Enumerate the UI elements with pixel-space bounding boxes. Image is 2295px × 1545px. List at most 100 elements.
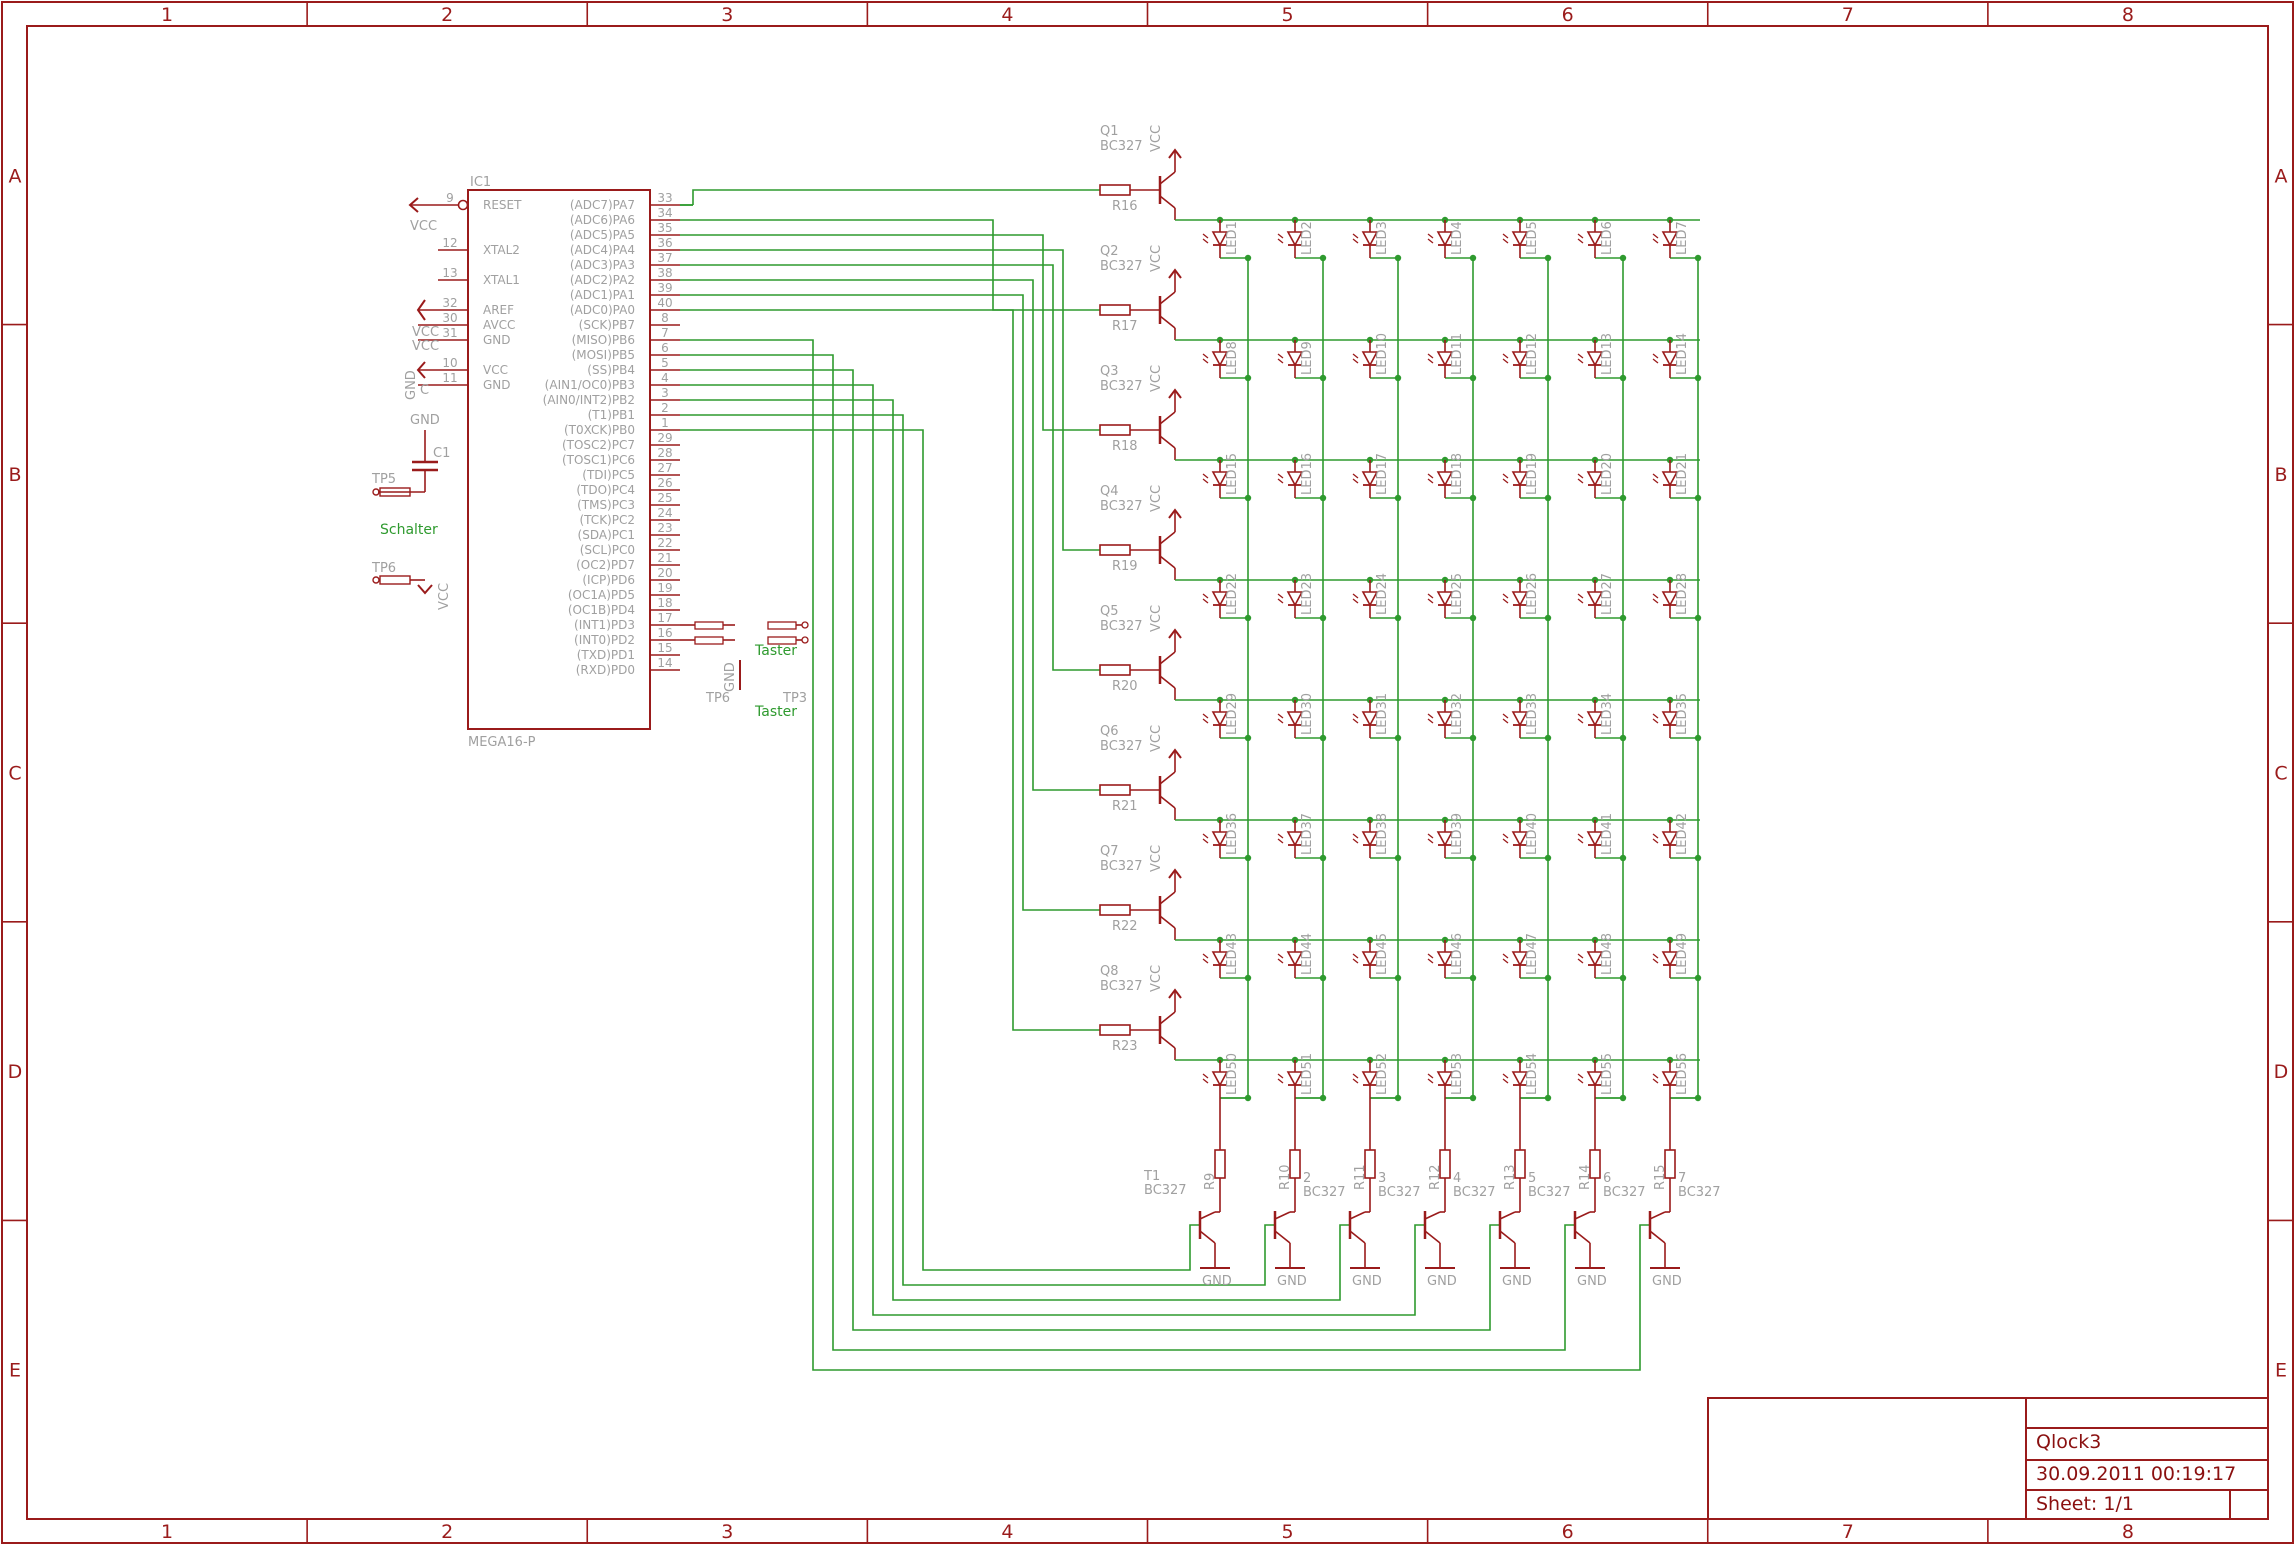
column-marker: 2: [441, 4, 453, 26]
led-light-arrow: [1427, 238, 1434, 244]
title-block: Qlock3 30.09.2011 00:19:17 Sheet: 1/1: [1707, 1397, 2269, 1520]
title-block-sheet: Sheet: 1/1: [2036, 1493, 2134, 1515]
title-block-outer: [1707, 1397, 2269, 1520]
led-light-arrow: [1577, 1078, 1584, 1084]
vcc-label: VCC: [412, 325, 439, 340]
led-anode: [1586, 231, 1604, 247]
led-label: LED1: [1225, 221, 1240, 255]
mcu-pin-name: (TCK)PC2: [580, 513, 636, 527]
transistor-emitter: [1424, 1211, 1441, 1220]
row-driver-value: BC327: [1100, 379, 1143, 394]
mcu-pin-name: (T1)PB1: [588, 408, 635, 422]
led-light-arrow: [1502, 833, 1509, 839]
led-label: LED25: [1450, 573, 1465, 615]
led-light-arrow: [1352, 1078, 1359, 1084]
led-light-arrow: [1277, 478, 1284, 484]
led-light-arrow: [1577, 353, 1584, 359]
led-light-arrow: [1502, 1078, 1509, 1084]
led-label: LED40: [1525, 813, 1540, 855]
gnd-label: GND: [1502, 1274, 1532, 1289]
led-label: LED37: [1300, 813, 1315, 855]
transistor-collector: [1159, 195, 1176, 209]
mcu-pin-number: 10: [442, 356, 457, 370]
led-light-arrow: [1427, 1078, 1434, 1084]
led-light-arrow: [1277, 713, 1284, 719]
column-marker: 6: [1562, 1521, 1574, 1543]
column-driver-number: 4: [1453, 1171, 1461, 1186]
led-anode: [1211, 591, 1229, 607]
led-light-arrow: [1277, 953, 1284, 959]
mcu-pin-number: 22: [657, 536, 672, 550]
led-light-arrow: [1352, 473, 1359, 479]
led-light-arrow: [1277, 358, 1284, 364]
column-driver-number: 7: [1678, 1171, 1686, 1186]
column-driver-value: BC327: [1603, 1185, 1646, 1200]
mcu-pin-number: 24: [657, 506, 672, 520]
led-anode: [1211, 1071, 1229, 1087]
mcu-pin-name: RESET: [483, 198, 522, 212]
led-light-arrow: [1277, 233, 1284, 239]
led-light-arrow: [1577, 473, 1584, 479]
led-light-arrow: [1502, 598, 1509, 604]
led-label: LED49: [1675, 933, 1690, 975]
led-anode: [1586, 711, 1604, 727]
mcu-pin-number: 14: [657, 656, 672, 670]
column-driver-number: 6: [1603, 1171, 1611, 1186]
led-label: LED15: [1225, 453, 1240, 495]
led-light-arrow: [1652, 718, 1659, 724]
mcu-pin-number: 39: [657, 281, 672, 295]
led-light-arrow: [1577, 238, 1584, 244]
mcu-pin-number: 25: [657, 491, 672, 505]
mcu-pin-name: (MISO)PB6: [572, 333, 635, 347]
led-label: LED34: [1600, 693, 1615, 735]
led-label: LED22: [1225, 573, 1240, 615]
transistor-emitter: [1159, 171, 1176, 185]
schalter-label: Schalter: [380, 522, 438, 538]
mcu-pin-name: (ADC7)PA7: [570, 198, 635, 212]
mcu-pin-name: AREF: [483, 303, 514, 317]
mcu-pin-name: GND: [483, 378, 511, 392]
column-resistor-label: R12: [1428, 1164, 1443, 1190]
led-label: LED47: [1525, 933, 1540, 975]
column-driver-number: 2: [1303, 1171, 1311, 1186]
vcc-label: VCC: [1149, 365, 1164, 392]
mcu-pin-name: XTAL2: [483, 243, 520, 257]
mcu-pin-number: 38: [657, 266, 672, 280]
mcu-pin-number: 13: [442, 266, 457, 280]
led-label: LED4: [1450, 221, 1465, 255]
mcu-pin-number: 16: [657, 626, 672, 640]
column-driver-value: BC327: [1378, 1185, 1421, 1200]
row-marker: A: [9, 165, 22, 187]
taster-pad: [801, 636, 809, 644]
transistor-collector: [1159, 675, 1176, 689]
row-resistor-label: R20: [1112, 679, 1138, 694]
led-label: LED28: [1675, 573, 1690, 615]
led-light-arrow: [1577, 598, 1584, 604]
reset-inversion-bubble: [457, 199, 469, 211]
led-label: LED55: [1600, 1053, 1615, 1095]
led-light-arrow: [1427, 598, 1434, 604]
led-light-arrow: [1652, 713, 1659, 719]
vcc-label: VCC: [1149, 125, 1164, 152]
transistor-collector: [1574, 1230, 1591, 1244]
row-resistor-label: R16: [1112, 199, 1138, 214]
led-anode: [1361, 471, 1379, 487]
led-anode: [1361, 951, 1379, 967]
pa-wire: [680, 234, 1100, 431]
pb-wire: [680, 369, 1500, 1331]
column-resistor-label: R9: [1203, 1173, 1218, 1190]
column-marker: 5: [1282, 1521, 1294, 1543]
led-label: LED10: [1375, 333, 1390, 375]
row-driver-value: BC327: [1100, 859, 1143, 874]
vcc-label: VCC: [1149, 725, 1164, 752]
led-light-arrow: [1277, 473, 1284, 479]
led-anode: [1361, 831, 1379, 847]
led-label: LED8: [1225, 341, 1240, 375]
transistor-emitter: [1159, 771, 1176, 785]
mcu-pin-number: 40: [657, 296, 672, 310]
led-anode: [1211, 351, 1229, 367]
row-marker: B: [2274, 464, 2287, 486]
mcu-pin-name: (MOSI)PB5: [572, 348, 635, 362]
led-light-arrow: [1277, 833, 1284, 839]
row-resistor-label: R18: [1112, 439, 1138, 454]
